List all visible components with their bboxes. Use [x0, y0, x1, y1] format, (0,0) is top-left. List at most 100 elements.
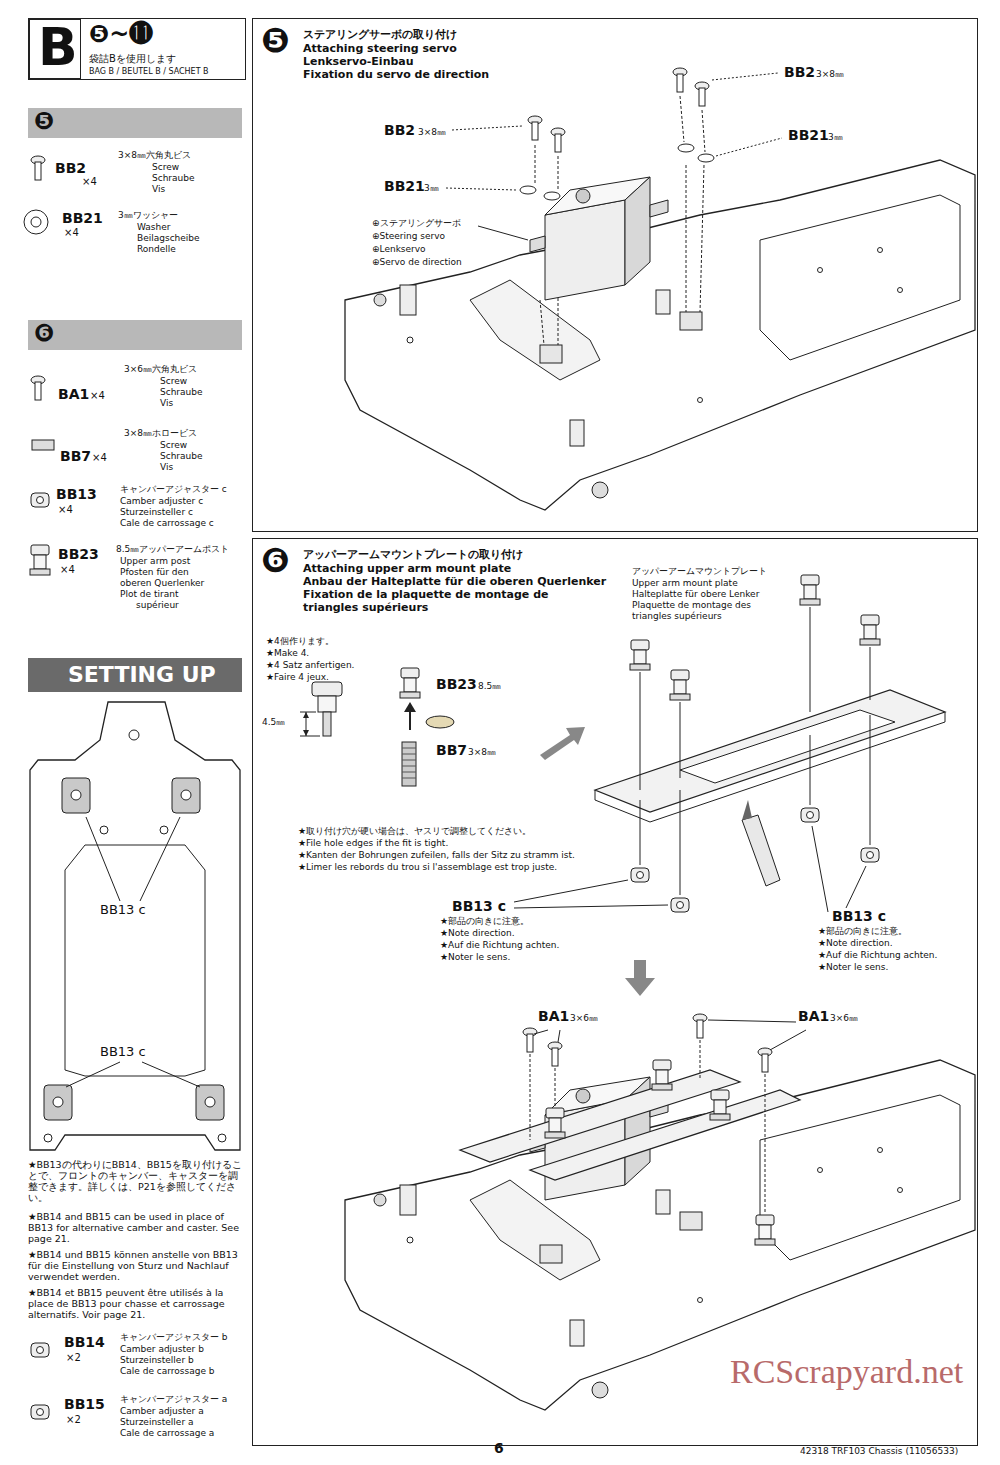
part-callout: BB21 — [384, 178, 425, 194]
part-callout: BB21 — [788, 127, 829, 143]
node-text: Fixation du servo de direction — [303, 69, 489, 82]
part-name: ⊕Servo de direction — [372, 257, 462, 267]
part-callout: BB13 c — [100, 1045, 146, 1060]
part-name: Sturzeinsteller b — [120, 1355, 194, 1365]
part-callout: BB13 c — [452, 898, 506, 914]
part-name: supérieur — [136, 600, 179, 610]
node-heading: ❻ — [34, 320, 54, 348]
dimension: 3㎜ — [828, 132, 843, 142]
quantity: ×4 — [58, 504, 73, 516]
part-callout: BB13 c — [832, 908, 886, 924]
part-name: Vis — [160, 398, 173, 408]
instruction-note: ★Note direction. — [818, 938, 893, 948]
part-code: BB14 — [64, 1334, 105, 1350]
part-name: Upper arm post — [120, 556, 190, 566]
setup-note: ★BB13の代わりにBB14、BB15を取り付けることで、フロントのキャンバー、… — [28, 1160, 242, 1204]
part-code: BB21 — [62, 210, 103, 226]
part-name: Halteplatte für obere Lenker — [632, 589, 759, 599]
dimension: 4.5㎜ — [262, 717, 285, 727]
part-name: Cale de carrossage a — [120, 1428, 214, 1438]
part-callout: BA1 — [798, 1008, 829, 1024]
step-panel: ❻アッパーアームマウントプレートの取り付けAttaching upper arm… — [252, 538, 978, 1446]
watermark: RCScrapyard.net — [730, 1352, 963, 1391]
instruction-note: ★Make 4. — [266, 648, 309, 658]
part-name: Washer — [137, 222, 170, 232]
instruction-note: ★File hole edges if the fit is tight. — [298, 838, 448, 848]
node-text: ステアリングサーボの取り付け — [303, 29, 457, 42]
bag-letter-box: B — [28, 18, 82, 80]
quantity: ×4 — [82, 176, 97, 188]
part-callout: BB23 — [436, 676, 477, 692]
dimension: 3×6㎜ — [570, 1013, 598, 1023]
instruction-note: ★Noter le sens. — [818, 962, 888, 972]
node-heading: ❺ — [34, 108, 54, 136]
quantity: ×2 — [66, 1414, 81, 1426]
section-band: SETTING UP — [28, 658, 242, 692]
part-name: 3×6㎜六角丸ビス — [124, 364, 197, 374]
quantity: ×4 — [64, 227, 79, 239]
instruction-note: ★Faire 4 jeux. — [266, 672, 329, 682]
quantity: ×2 — [66, 1352, 81, 1364]
node-heading: B — [38, 18, 78, 78]
dimension: 3×6㎜ — [830, 1013, 858, 1023]
instruction-note: ★部品の向きに注意。 — [440, 916, 529, 926]
part-name: Cale de carrossage b — [120, 1366, 215, 1376]
dimension: 3×8㎜ — [418, 127, 446, 137]
part-callout: BB2 — [784, 64, 815, 80]
instruction-note: ★4個作ります。 — [266, 636, 334, 646]
node-text: Attaching steering servo — [303, 43, 457, 56]
part-name: 8.5㎜アッパーアームポスト — [116, 544, 229, 554]
part-name: Camber adjuster a — [120, 1406, 204, 1416]
part-name: Schraube — [160, 387, 203, 397]
part-name: Screw — [160, 440, 187, 450]
node-heading: ❺ — [261, 21, 290, 60]
part-name: 3㎜ワッシャー — [118, 210, 178, 220]
part-code: BA1 — [58, 386, 89, 402]
part-name: 3×8㎜ホロービス — [124, 428, 197, 438]
part-code: BB2 — [55, 160, 86, 176]
part-name: キャンバーアジャスター c — [120, 484, 227, 494]
part-name: ⊕ステアリングサーボ — [372, 218, 461, 228]
part-name: Beilagscheibe — [137, 233, 200, 243]
node-text: Attaching upper arm mount plate — [303, 563, 511, 576]
part-name: oberen Querlenker — [120, 578, 204, 588]
part-name: Pfosten für den — [120, 567, 189, 577]
instruction-note: ★4 Satz anfertigen. — [266, 660, 354, 670]
step-band: ❻ — [28, 320, 242, 350]
part-name: Rondelle — [137, 244, 176, 254]
instruction-note: ★Note direction. — [440, 928, 515, 938]
node-text: Lenkservo-Einbau — [303, 56, 414, 69]
instruction-note: ★Noter le sens. — [440, 952, 510, 962]
bag-header-box: ❺~⓫ 袋詰Bを使用します BAG B / BEUTEL B / SACHET B — [80, 18, 246, 80]
setup-note: ★BB14 und BB15 können anstelle von BB13 … — [28, 1250, 242, 1283]
part-code: BB7 — [60, 448, 91, 464]
part-name: アッパーアームマウントプレート — [632, 566, 767, 576]
quantity: ×4 — [92, 452, 107, 464]
instruction-note: ★部品の向きに注意。 — [818, 926, 907, 936]
instruction-note: ★Limer les rebords du trou si l'assembla… — [298, 862, 557, 872]
part-name: ⊕Lenkservo — [372, 244, 426, 254]
part-callout: BB2 — [384, 122, 415, 138]
part-name: ⊕Steering servo — [372, 231, 445, 241]
part-code: BB13 — [56, 486, 97, 502]
part-name: Plot de tirant — [120, 589, 178, 599]
part-code: BB15 — [64, 1396, 105, 1412]
node-text: 袋詰Bを使用します — [89, 53, 176, 65]
footer-code: 42318 TRF103 Chassis (11056533) — [800, 1446, 958, 1456]
node-text: Anbau der Halteplatte für die oberen Que… — [303, 576, 606, 589]
dimension: 3㎜ — [424, 183, 439, 193]
part-name: Sturzeinsteller c — [120, 507, 193, 517]
part-name: Cale de carrossage c — [120, 518, 214, 528]
step-band: ❺ — [28, 108, 242, 138]
quantity: ×4 — [60, 564, 75, 576]
page-number: 6 — [494, 1440, 504, 1456]
part-name: Screw — [160, 376, 187, 386]
node-heading: ❺~⓫ — [89, 21, 153, 49]
node-text: BAG B / BEUTEL B / SACHET B — [89, 67, 209, 76]
part-name: triangles supérieurs — [632, 611, 722, 621]
part-callout: BA1 — [538, 1008, 569, 1024]
instruction-note: ★Auf die Richtung achten. — [440, 940, 559, 950]
part-name: 3×8㎜六角丸ビス — [118, 150, 191, 160]
part-name: Vis — [152, 184, 165, 194]
